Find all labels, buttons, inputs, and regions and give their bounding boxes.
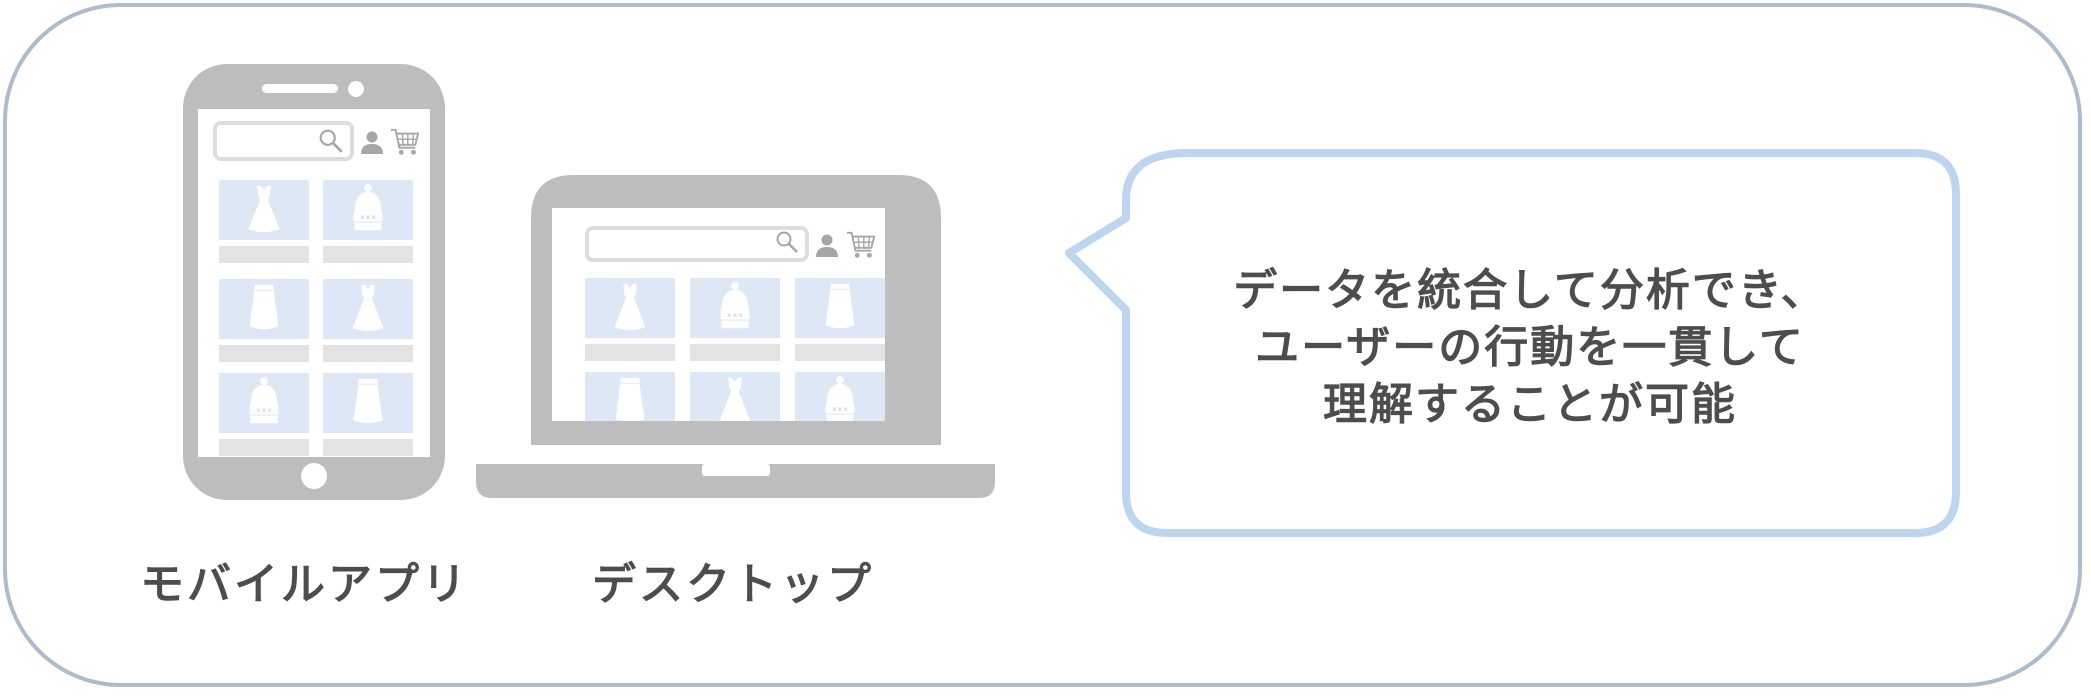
bubble-line: 理解することが可能: [1323, 379, 1737, 430]
product-caption: [690, 344, 780, 361]
phone-search-box[interactable]: [213, 121, 354, 161]
bubble-line: データを統合して分析でき、: [1233, 265, 1827, 316]
desktop-label: デスクトップ: [592, 559, 874, 610]
product-caption: [219, 439, 309, 456]
product-caption: [219, 246, 309, 263]
product-caption: [219, 345, 309, 362]
bubble-line: ユーザーの行動を一貫して: [1255, 322, 1805, 373]
laptop-search-box[interactable]: [585, 226, 809, 262]
desktop-device: [476, 175, 995, 498]
product-caption: [323, 246, 413, 263]
phone-speaker: [262, 84, 338, 93]
product-caption: [585, 344, 675, 361]
mobile-device: [183, 64, 445, 500]
laptop-bezel-bottom: [552, 421, 885, 445]
laptop-base: [476, 464, 995, 498]
phone-camera: [348, 81, 364, 97]
product-caption: [795, 344, 885, 361]
mobile-app-label: モバイルアプリ: [140, 559, 469, 610]
speech-bubble: [1065, 149, 1960, 537]
product-caption: [323, 439, 413, 456]
phone-home-button[interactable]: [301, 463, 327, 489]
bubble-message: データを統合して分析でき、 ユーザーの行動を一貫して 理解することが可能: [1130, 262, 1930, 433]
product-caption: [323, 345, 413, 362]
laptop-trackpad-notch: [702, 464, 770, 476]
